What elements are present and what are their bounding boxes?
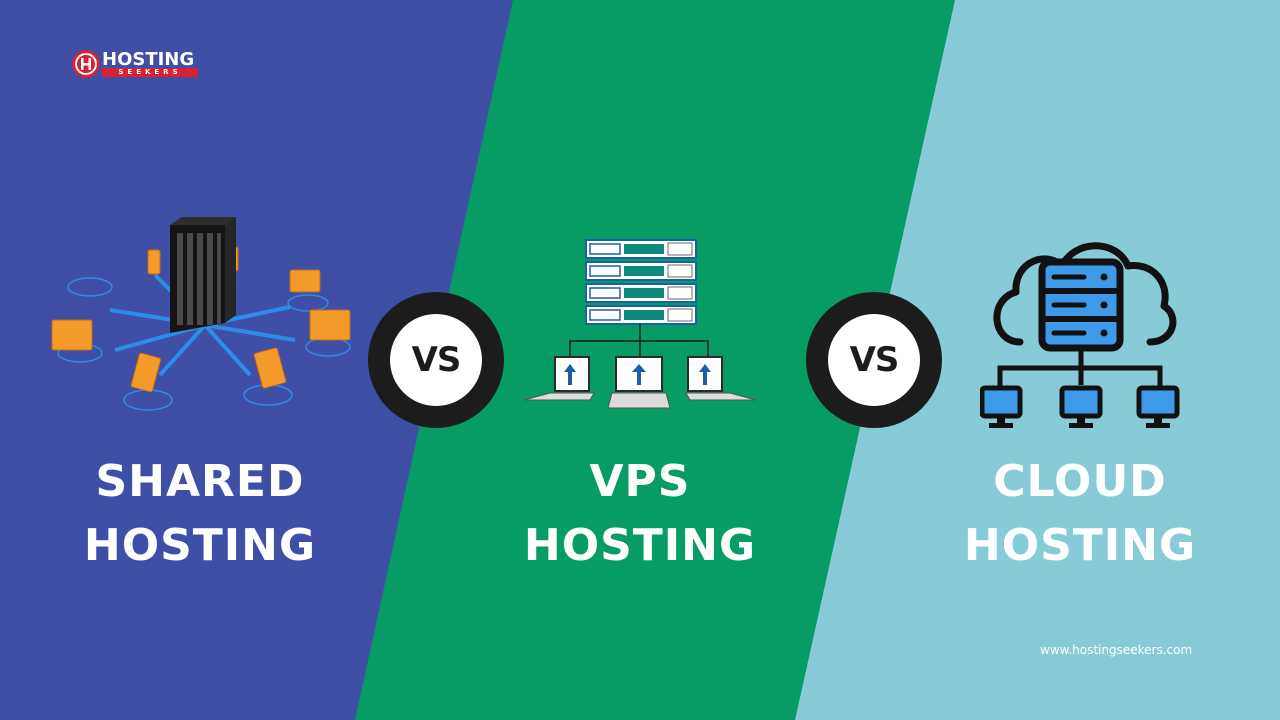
- laptop-icons: [523, 356, 757, 409]
- shared-hosting-title: SHARED HOSTING: [10, 450, 390, 578]
- vs-label-2: VS: [828, 314, 920, 406]
- brand-name: HOSTING: [102, 49, 195, 70]
- vps-title-line2: HOSTING: [523, 520, 757, 571]
- cloud-hosting-title: CLOUD HOSTING: [890, 450, 1270, 578]
- server-tower-file-sharing-icon: [51, 217, 351, 411]
- monitor-icons: [980, 385, 1180, 428]
- server-icon: [1038, 258, 1124, 352]
- cloud-title-line2: HOSTING: [963, 520, 1197, 571]
- brand-tagline: SEEKERS: [102, 68, 198, 77]
- vs-badge-1: VS: [368, 292, 504, 428]
- vps-title-line1: VPS: [589, 456, 691, 507]
- vps-hosting-title: VPS HOSTING: [450, 450, 830, 578]
- logo-mark-icon: [72, 50, 100, 78]
- server-tower-icon: [170, 217, 236, 333]
- server-rack-units: [585, 239, 697, 325]
- vs-label-1: VS: [390, 314, 482, 406]
- panel-cloud-bg: [795, 0, 1280, 720]
- cloud-title-line1: CLOUD: [993, 456, 1167, 507]
- vs-badge-2: VS: [806, 292, 942, 428]
- website-link[interactable]: www.hostingseekers.com: [1040, 643, 1193, 657]
- brand-logo[interactable]: HOSTING SEEKERS: [70, 48, 210, 88]
- cloud-server-network-icon: [980, 242, 1180, 428]
- cloud-outline: [993, 242, 1177, 346]
- shared-title-line2: HOSTING: [83, 520, 317, 571]
- server-rack-laptops-icon: [523, 239, 757, 409]
- shared-title-line1: SHARED: [95, 456, 305, 507]
